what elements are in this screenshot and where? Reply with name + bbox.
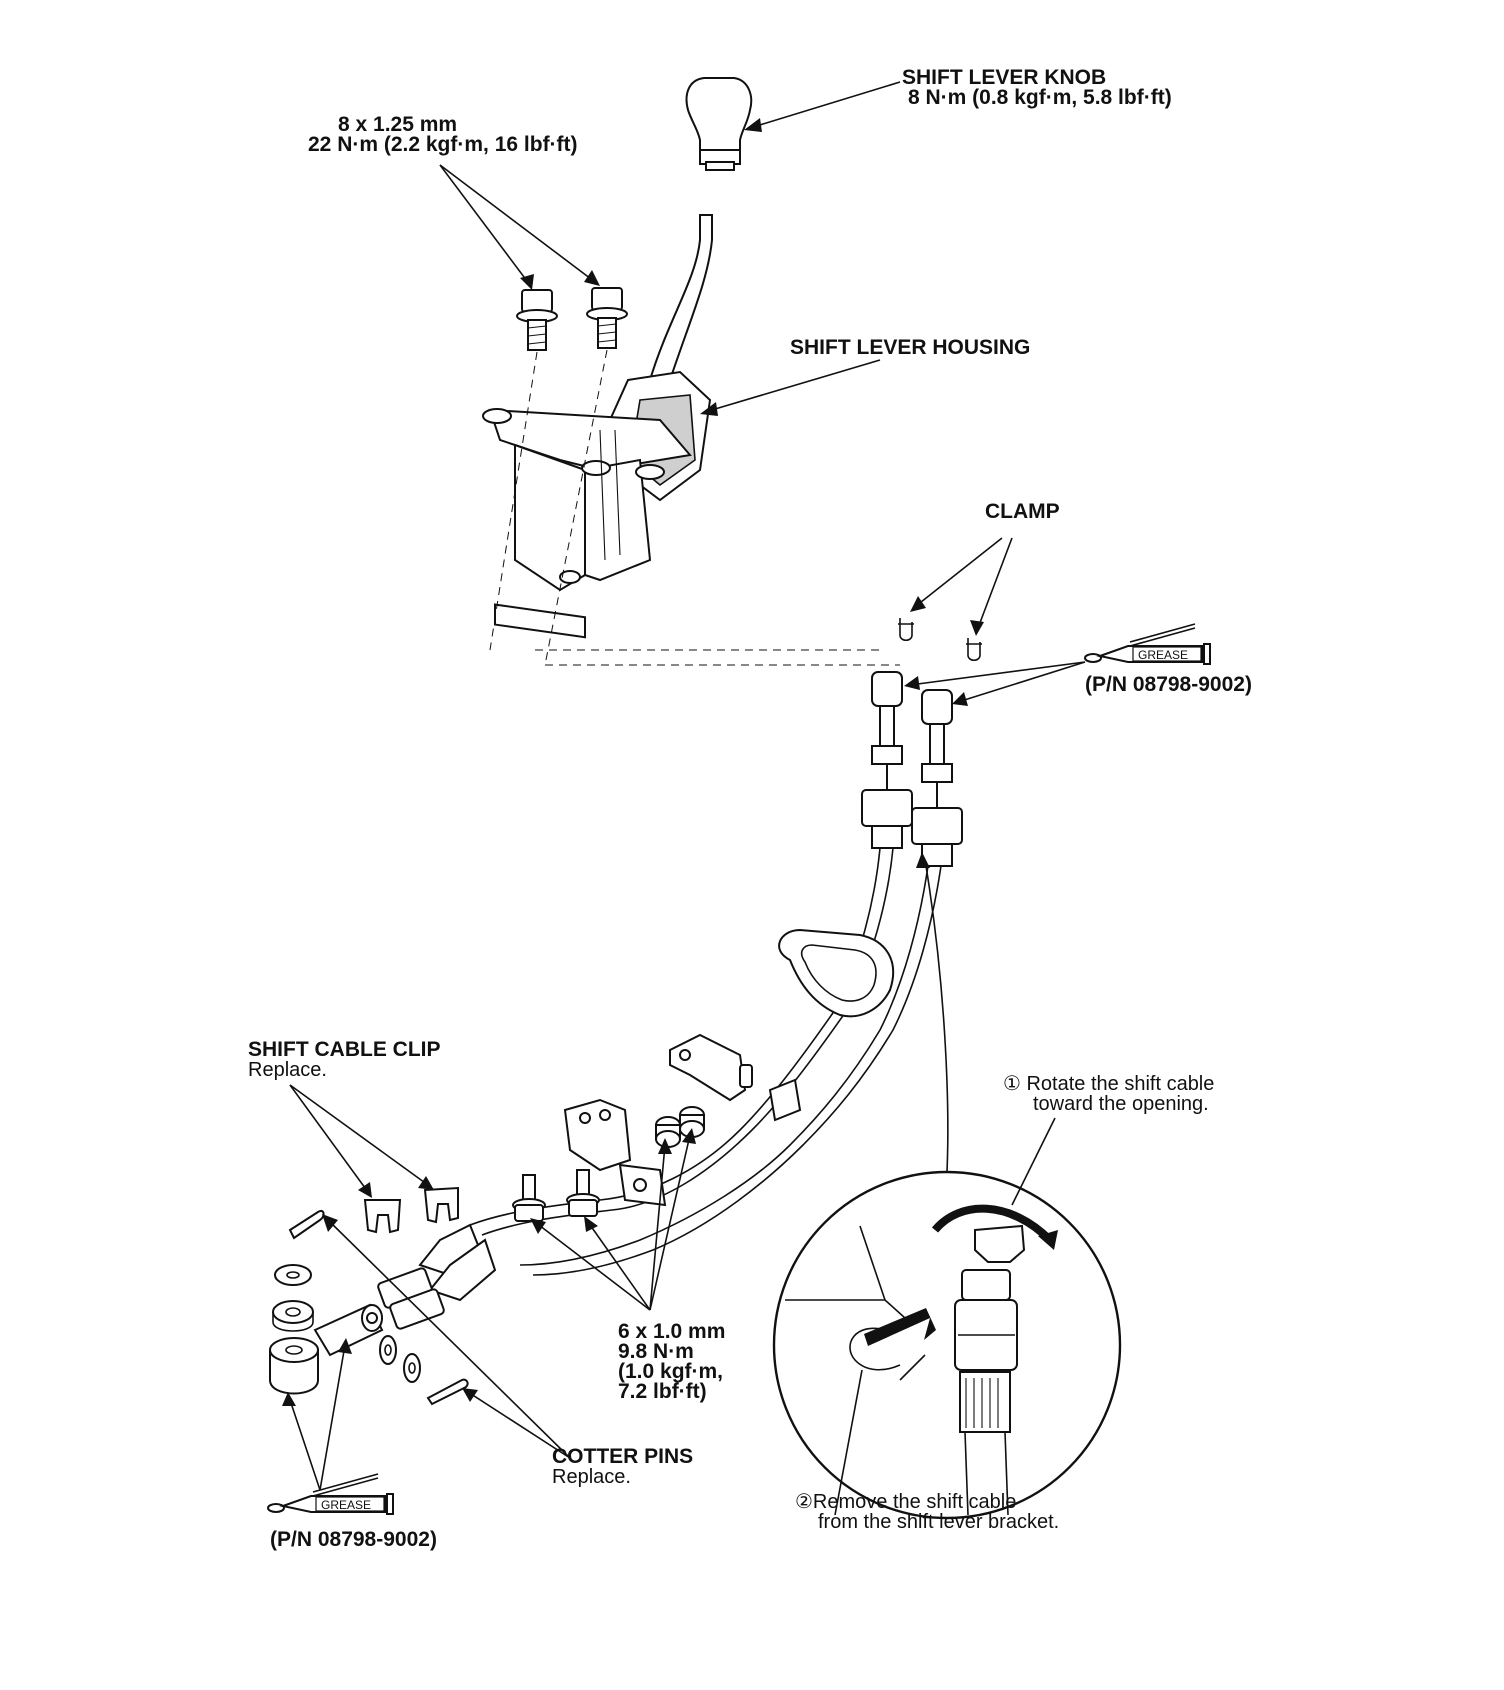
housing-bolt-right xyxy=(586,287,628,349)
grease-tag-top: GREASE xyxy=(1138,648,1188,662)
clip-leader-2 xyxy=(289,1084,429,1186)
housing-bolt-left xyxy=(516,289,558,351)
grease-pn-top: (P/N 08798-9002) xyxy=(1085,673,1252,696)
bolt-torque: 22 N·m (2.2 kgf·m, 16 lbf·ft) xyxy=(308,133,578,156)
cable-bracket-upper xyxy=(669,1033,802,1122)
cable-end-left xyxy=(861,671,913,849)
bushing-2 xyxy=(272,1300,314,1332)
step2-line2: from the shift lever bracket. xyxy=(818,1511,1059,1533)
shift-cable-clip-2 xyxy=(423,1186,459,1224)
step1-line1: ① Rotate the shift cable xyxy=(1003,1073,1214,1095)
bracket-bolt-1 xyxy=(512,1174,546,1222)
clamp-label: CLAMP xyxy=(985,500,1060,523)
bushing-3 xyxy=(269,1337,319,1395)
cotter-leader-2 xyxy=(467,1391,571,1459)
bolt-size: 8 x 1.25 mm xyxy=(338,113,457,136)
clamp-leader-left xyxy=(915,537,1003,607)
bushing-1 xyxy=(274,1264,312,1286)
detail-leader-up xyxy=(924,859,949,1173)
cable-grommet xyxy=(778,928,895,1018)
shift-lever-knob xyxy=(685,77,753,171)
small-bolt-torque-1: 9.8 N·m xyxy=(618,1340,694,1363)
step1-leader xyxy=(1011,1117,1056,1206)
step2-line1: ②Remove the shift cable xyxy=(795,1491,1016,1513)
grease-pn-bottom: (P/N 08798-9002) xyxy=(270,1528,437,1551)
detail-view-circle xyxy=(772,1170,1122,1520)
grease-leader-bottom-2 xyxy=(319,1344,346,1491)
bolt-leader-right xyxy=(439,164,596,283)
cable-bracket-lower xyxy=(563,1098,667,1207)
knob-leader xyxy=(749,81,901,129)
bolt-leader-b xyxy=(587,1221,651,1311)
step2-leader xyxy=(834,1369,863,1516)
small-bolt-torque-3: 7.2 lbf·ft) xyxy=(618,1380,707,1403)
small-bolt-size: 6 x 1.0 mm xyxy=(618,1320,725,1343)
small-bolt-torque-2: (1.0 kgf·m, xyxy=(618,1360,723,1383)
washer-right-2 xyxy=(403,1353,421,1383)
bolt-leader-left xyxy=(439,164,531,286)
grease-tag-bottom: GREASE xyxy=(321,1498,371,1512)
housing-leader xyxy=(704,359,881,413)
grease-leader-top-left xyxy=(909,661,1086,686)
bracket-nut-1 xyxy=(655,1116,681,1148)
bracket-nut-2 xyxy=(679,1106,705,1138)
clip-title: SHIFT CABLE CLIP xyxy=(248,1038,441,1061)
cotter-title: COTTER PINS xyxy=(552,1445,693,1468)
bolt-leader-a xyxy=(534,1221,651,1311)
cotter-pin-1 xyxy=(288,1210,325,1240)
bolt-leader-d xyxy=(649,1134,691,1311)
washer-right-1 xyxy=(379,1335,397,1365)
cable-end-lower xyxy=(313,1223,497,1357)
clamp-right xyxy=(966,638,982,662)
cotter-pin-2 xyxy=(426,1378,469,1406)
bracket-bolt-2 xyxy=(566,1169,600,1217)
bolt-leader-c xyxy=(649,1144,666,1311)
knob-torque: 8 N·m (0.8 kgf·m, 5.8 lbf·ft) xyxy=(908,86,1172,109)
cable-end-right xyxy=(911,689,963,867)
housing-label: SHIFT LEVER HOUSING xyxy=(790,336,1030,359)
step1-line2: toward the opening. xyxy=(1033,1093,1209,1115)
grease-leader-bottom-1 xyxy=(289,1399,321,1491)
clamp-left xyxy=(898,618,914,642)
clip-leader-1 xyxy=(289,1084,369,1193)
grease-leader-top-right xyxy=(957,661,1086,703)
clip-note: Replace. xyxy=(248,1059,327,1081)
cotter-leader-1 xyxy=(327,1219,571,1459)
cotter-note: Replace. xyxy=(552,1466,631,1488)
knob-title: SHIFT LEVER KNOB xyxy=(902,66,1106,89)
clamp-leader-right xyxy=(977,537,1013,629)
shift-lever-housing xyxy=(482,214,713,639)
shift-cable-clip-1 xyxy=(363,1199,402,1234)
